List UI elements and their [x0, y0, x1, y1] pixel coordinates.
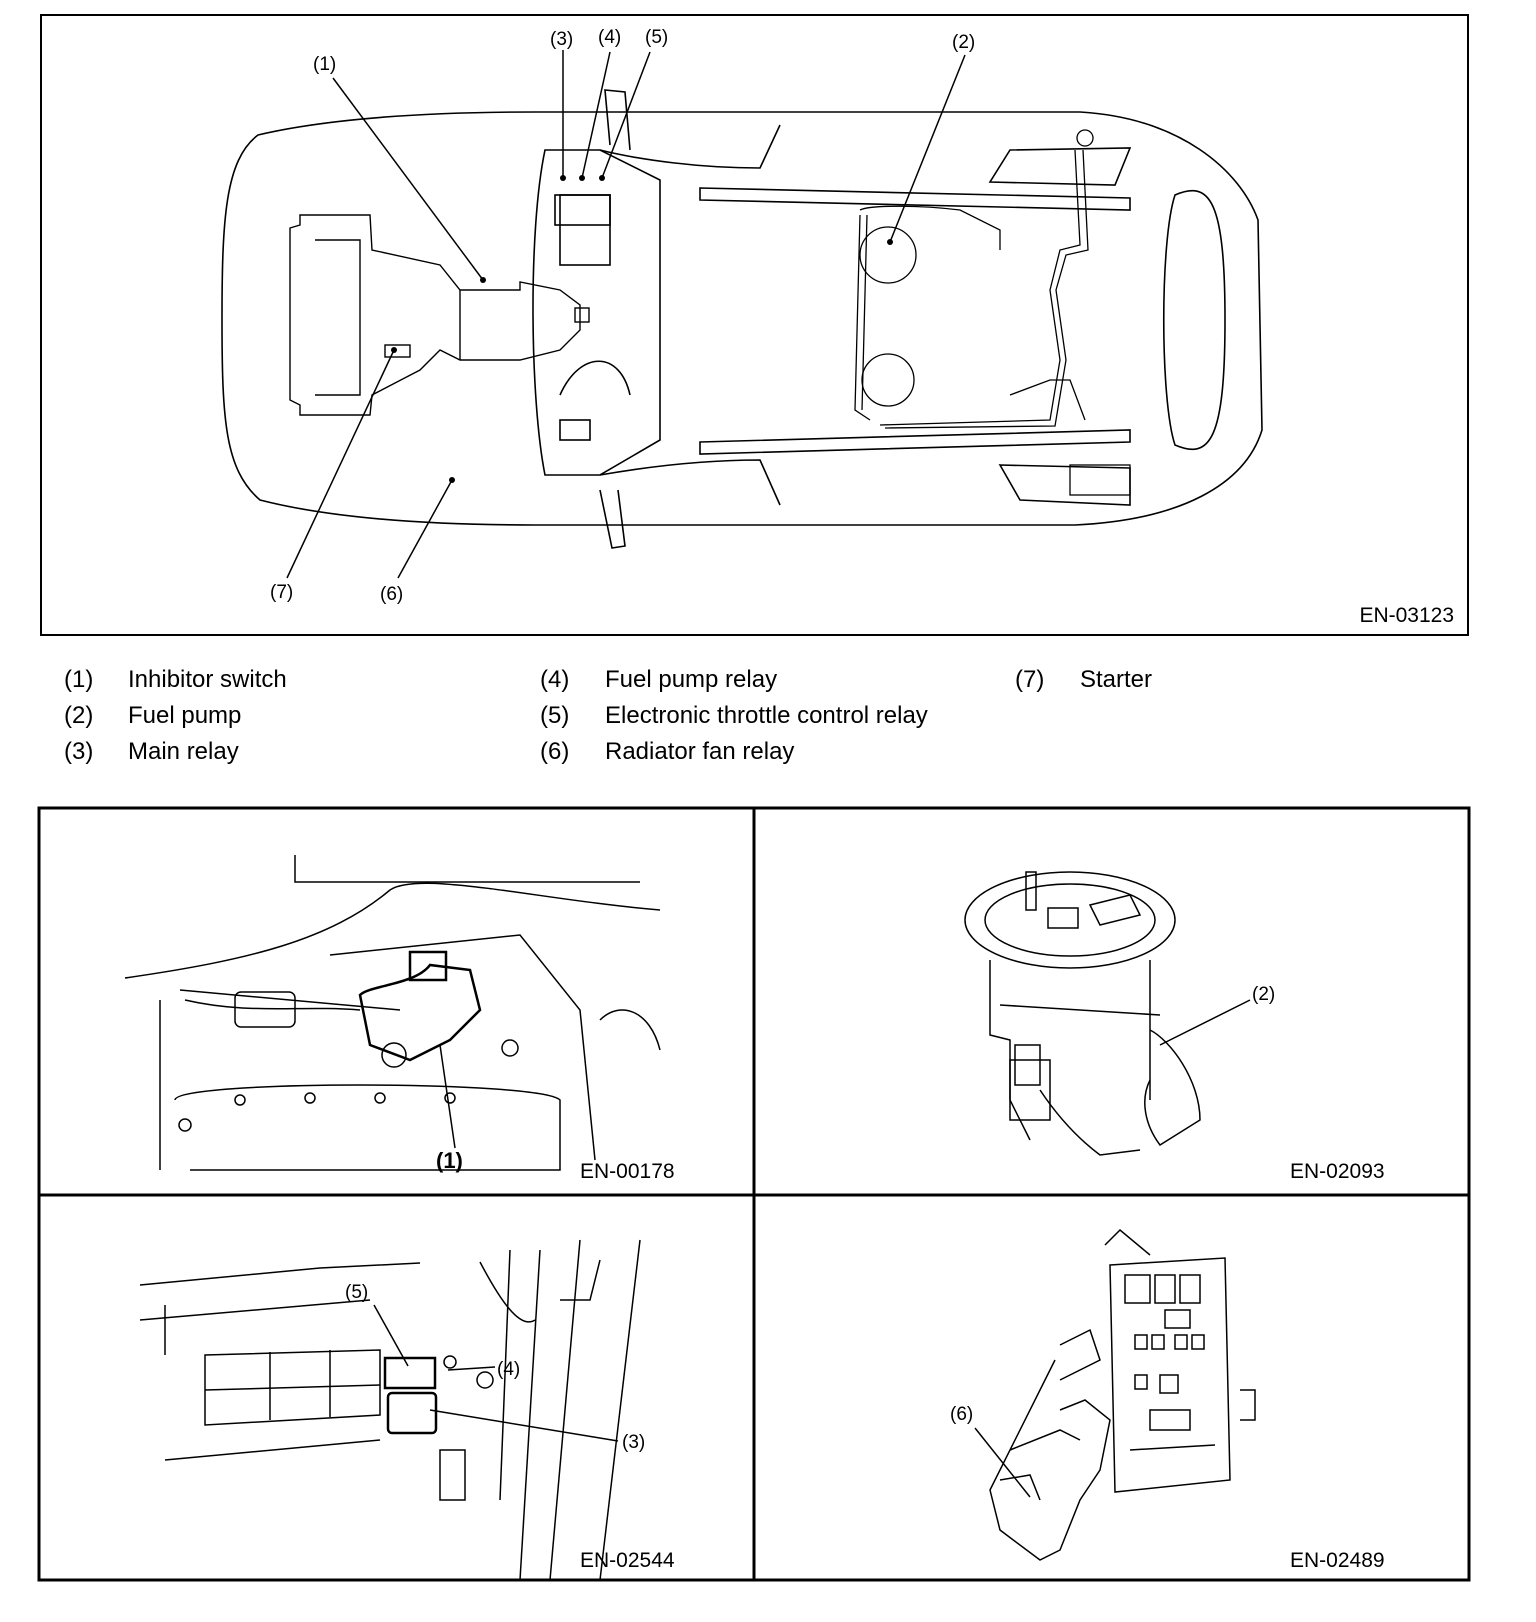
panel-relays: [139, 1239, 641, 1581]
overview-callout-6: (6): [380, 584, 403, 605]
panel1-figure-code: EN-00178: [580, 1160, 675, 1183]
panel3-figure-code: EN-02544: [580, 1549, 675, 1572]
car-body-outline: [221, 89, 1263, 549]
panel-fuel-pump: [964, 871, 1251, 1156]
panel3-callout-3: (3): [622, 1432, 645, 1453]
panel1-callout-1: (1): [436, 1148, 463, 1173]
overview-callout-4: (4): [598, 27, 621, 48]
panel-inhibitor-switch: [124, 855, 661, 1171]
overview-frame: [40, 14, 1469, 636]
panel3-callout-4: (4): [497, 1359, 520, 1380]
panel3-callout-5: (5): [345, 1282, 368, 1303]
overview-callout-2: (2): [952, 32, 975, 53]
panel4-figure-code: EN-02489: [1290, 1549, 1385, 1572]
overview-leaders: [286, 50, 966, 579]
overview-callout-7: (7): [270, 582, 293, 603]
overview-leader-dots: [391, 175, 893, 483]
panel-grid: [37, 806, 1471, 1582]
overview-callout-5: (5): [645, 27, 668, 48]
panel4-callout-6: (6): [950, 1404, 973, 1425]
fuel-lines: [854, 129, 1131, 496]
panel2-figure-code: EN-02093: [1290, 1160, 1385, 1183]
overview-callout-1: (1): [313, 54, 336, 75]
panel-relay-box: [974, 1228, 1256, 1561]
overview-callout-3: (3): [550, 29, 573, 50]
overview-diagram: (1) (2) (3) (4) (5) (6) (7) EN-03123: [40, 14, 1469, 636]
overview-figure-code: EN-03123: [1359, 604, 1454, 627]
engine-transmission: [289, 214, 590, 416]
panel2-callout-2: (2): [1252, 984, 1275, 1005]
